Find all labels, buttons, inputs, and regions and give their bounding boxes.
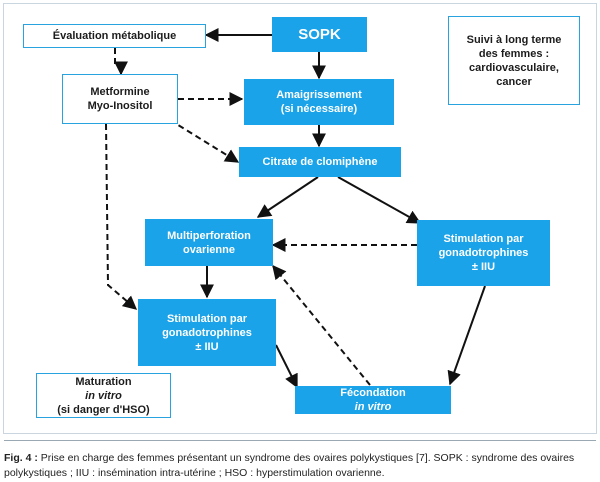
- caption-label: Fig. 4 :: [4, 452, 38, 464]
- node-fecondation-in-vitro: Fécondation in vitro: [295, 386, 451, 414]
- node-suivi-long-terme: Suivi à long terme des femmes : cardiova…: [448, 16, 580, 105]
- node-stimulation-gonadotrophines-left: Stimulation par gonadotrophines ± IIU: [138, 299, 276, 366]
- caption-text: Prise en charge des femmes présentant un…: [4, 452, 575, 479]
- diagram-links: [105, 28, 486, 389]
- node-amaigrissement: Amaigrissement (si nécessaire): [244, 79, 394, 125]
- caption-separator: [4, 440, 596, 441]
- node-stimulation-gonadotrophines-right: Stimulation par gonadotrophines ± IIU: [417, 220, 550, 286]
- arrow-metformine-to-clomiphene: [169, 119, 240, 163]
- node-evaluation-metabolique: Évaluation métabolique: [23, 24, 206, 48]
- arrow-stimulation-left-to-fecondation: [275, 344, 298, 389]
- node-metformine: Metformine Myo-Inositol: [62, 74, 178, 124]
- node-maturation-in-vitro: Maturation in vitro (si danger d'HSO): [36, 373, 171, 418]
- arrow-metformine-to-stimulation-left: [105, 123, 138, 310]
- figure-caption: Fig. 4 : Prise en charge des femmes prés…: [4, 451, 598, 481]
- node-sopk: SOPK: [272, 17, 367, 52]
- node-multiperforation-ovarienne: Multiperforation ovarienne: [145, 219, 273, 266]
- arrow-clomiphene-to-stimulation-right: [337, 176, 422, 224]
- arrow-clomiphene-to-multiperforation: [256, 176, 319, 218]
- node-citrate-de-clomiphene: Citrate de clomiphène: [239, 147, 401, 177]
- arrow-evaluation-to-metformine: [114, 48, 128, 76]
- arrow-stimulation-right-to-fecondation: [447, 285, 486, 386]
- arrow-fecondation-to-multiperforation: [272, 264, 371, 386]
